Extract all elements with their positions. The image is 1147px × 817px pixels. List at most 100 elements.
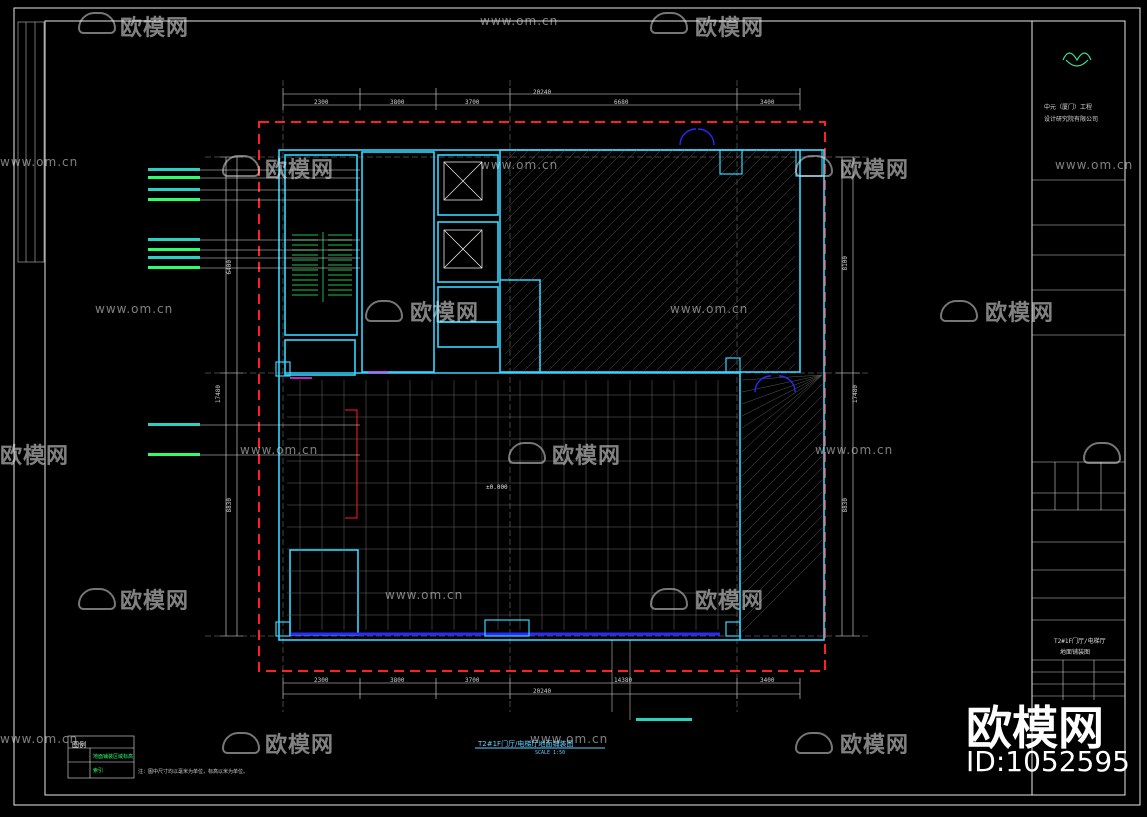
- hatch-line: [596, 171, 796, 371]
- drawing-boundary: [258, 121, 826, 672]
- watermark-brand: 欧模网: [410, 301, 480, 326]
- annotation-tag: [148, 256, 200, 259]
- hatch-line: [741, 551, 823, 633]
- door-swings: [679, 128, 796, 393]
- annotation-tag: [148, 188, 200, 191]
- hatch-line: [741, 407, 823, 489]
- hatch-line: [504, 149, 530, 175]
- hatch-line: [504, 149, 518, 163]
- hatch-line: [741, 491, 823, 573]
- hatch-line: [572, 149, 794, 371]
- dimension-bottom-3: 3700: [465, 677, 480, 684]
- hatch-line: [504, 149, 614, 259]
- hatch-line: [504, 149, 650, 295]
- watermark-url: www.om.cn: [240, 443, 319, 457]
- hatch-line: [741, 374, 823, 453]
- watermark-brand: 欧模网: [120, 589, 190, 614]
- annotation-tag: [148, 423, 200, 426]
- model-id: ID:1052595: [966, 745, 1130, 778]
- legend-box: [67, 735, 135, 779]
- watermark-url: www.om.cn: [530, 732, 609, 746]
- hatch-line: [741, 527, 823, 609]
- watermark-url: www.om.cn: [385, 588, 464, 602]
- hatch-line: [741, 539, 823, 621]
- watermark-logo-icon: [78, 12, 116, 34]
- sheet-frame: [13, 7, 1141, 806]
- dimension-top-3: 3700: [465, 99, 480, 106]
- watermark-url: www.om.cn: [1055, 158, 1134, 172]
- hatch-line: [668, 243, 796, 371]
- hatch-line: [504, 149, 566, 211]
- hatch-line: [548, 149, 770, 371]
- hatch-line: [504, 149, 722, 367]
- hatch-line: [504, 149, 674, 319]
- watermark-logo-icon: [222, 732, 260, 754]
- dimension-lines: [220, 88, 860, 699]
- hatch-line: [741, 515, 823, 597]
- floor-tile-grid: [287, 380, 738, 630]
- watermark-brand: 欧模网: [695, 589, 765, 614]
- brand-logo-text: 欧模网: [966, 701, 1104, 755]
- annotation-tag: [148, 453, 200, 456]
- hatch-line: [504, 149, 710, 355]
- hatch-line: [704, 279, 796, 371]
- hatch-line: [524, 149, 746, 371]
- watermark-brand: 欧模网: [120, 16, 190, 41]
- hatch-line: [741, 374, 823, 417]
- hatch-line: [752, 327, 796, 371]
- hatch-line: [504, 149, 590, 235]
- hatch-line: [741, 455, 823, 537]
- hatch-line: [741, 395, 823, 477]
- hatch-line: [504, 149, 542, 187]
- hatch-line: [764, 339, 796, 371]
- hatch-line: [741, 374, 823, 441]
- drawing-name-line-1: T2#1F门厅/电梯厅: [1054, 638, 1106, 645]
- watermark-brand: 欧模网: [265, 158, 335, 183]
- watermark-brand: 欧模网: [0, 444, 70, 469]
- sheet-inner-frame: [44, 20, 1126, 796]
- dimension-bottom-2: 3800: [390, 677, 405, 684]
- dimension-top-4: 6680: [614, 99, 629, 106]
- dimension-right-upper: 8100: [842, 256, 849, 271]
- annotation-tag: [148, 198, 200, 201]
- hatch-line: [504, 149, 554, 199]
- hatch-line: [741, 431, 823, 513]
- watermark-url: www.om.cn: [0, 732, 79, 746]
- watermark-logo-icon: [222, 155, 260, 177]
- hatch-line: [776, 351, 796, 371]
- annotation-tag: [148, 266, 200, 269]
- hatch-line: [741, 374, 823, 381]
- hatch-line: [741, 467, 823, 549]
- left-revision-column: [17, 21, 45, 263]
- hatch-line: [536, 149, 758, 371]
- hatch-line: [632, 207, 796, 371]
- watermark-logo-icon: [78, 588, 116, 610]
- hatch-line: [504, 149, 578, 223]
- hatch-line: [504, 149, 638, 283]
- watermark-logo-icon: [650, 588, 688, 610]
- company-logo-icon: [1062, 52, 1092, 67]
- hatch-line: [560, 149, 782, 371]
- watermark-url: www.om.cn: [815, 443, 894, 457]
- dimension-right-total: 17480: [852, 385, 859, 404]
- hatch-line: [584, 159, 796, 371]
- legend-row-1: 地面铺装区域标高: [93, 754, 134, 760]
- hatch-line: [741, 479, 823, 561]
- watermark-logo-icon: [795, 732, 833, 754]
- hatch-line: [504, 149, 602, 247]
- hatch-line: [644, 219, 796, 371]
- hatch-line: [692, 267, 796, 371]
- annotation-tag: [148, 168, 200, 171]
- hatch-line: [608, 183, 796, 371]
- watermark-logo-icon: [365, 300, 403, 322]
- watermark-logo-icon: [1083, 442, 1121, 464]
- hatch-line: [504, 149, 662, 307]
- watermark-logo-icon: [795, 155, 833, 177]
- watermark-logo-icon: [508, 442, 546, 464]
- company-line-2: 设计研究院有限公司: [1044, 116, 1099, 123]
- magenta-markers: [290, 371, 388, 379]
- hatch-line: [741, 503, 823, 585]
- elevator-shafts: [443, 161, 483, 269]
- sheet-scale: SCALE 1:50: [535, 750, 566, 756]
